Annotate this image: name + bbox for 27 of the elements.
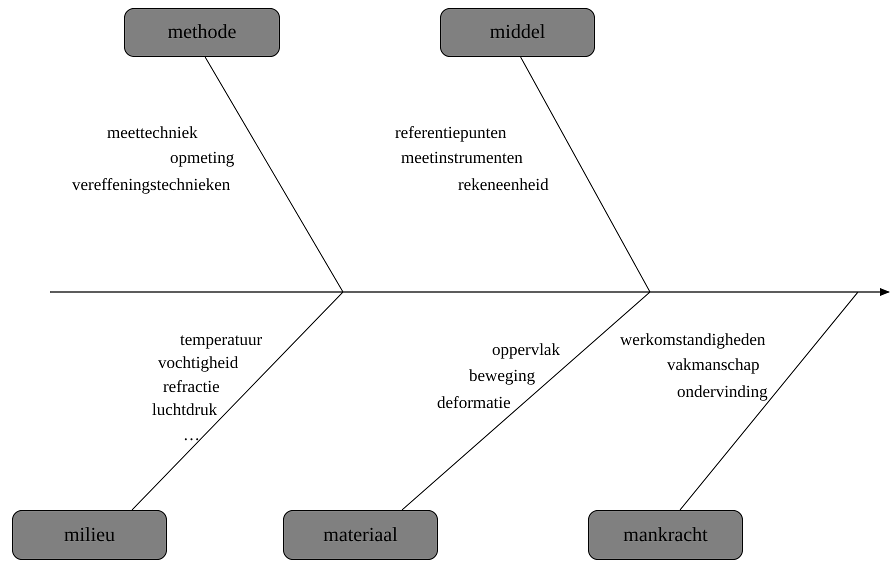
category-box: methode: [124, 8, 280, 57]
cause-label: referentiepunten: [395, 123, 506, 143]
cause-label: rekeneenheid: [458, 175, 549, 195]
branch-line: [680, 292, 858, 510]
category-box: materiaal: [283, 510, 438, 560]
branch-line: [402, 292, 650, 510]
category-box: middel: [440, 8, 595, 57]
branch-line: [132, 292, 344, 510]
category-box: milieu: [12, 510, 167, 560]
cause-label: ondervinding: [677, 382, 768, 402]
cause-label: meettechniek: [107, 123, 198, 143]
category-box: mankracht: [588, 510, 743, 560]
cause-label: beweging: [469, 366, 536, 386]
cause-label: deformatie: [437, 393, 511, 413]
cause-label: luchtdruk: [152, 400, 218, 420]
cause-label: meetinstrumenten: [401, 148, 523, 168]
cause-label: vereffeningstechnieken: [72, 175, 230, 195]
branch-line: [204, 56, 344, 292]
cause-label: oppervlak: [492, 340, 560, 360]
cause-label: werkomstandigheden: [620, 330, 766, 350]
cause-label: temperatuur: [180, 330, 262, 350]
cause-label: opmeting: [170, 148, 234, 168]
cause-label: vochtigheid: [158, 353, 238, 373]
cause-label: vakmanschap: [667, 355, 760, 375]
cause-label: …: [183, 425, 200, 445]
branch-line: [520, 56, 650, 292]
cause-label: refractie: [163, 377, 220, 397]
